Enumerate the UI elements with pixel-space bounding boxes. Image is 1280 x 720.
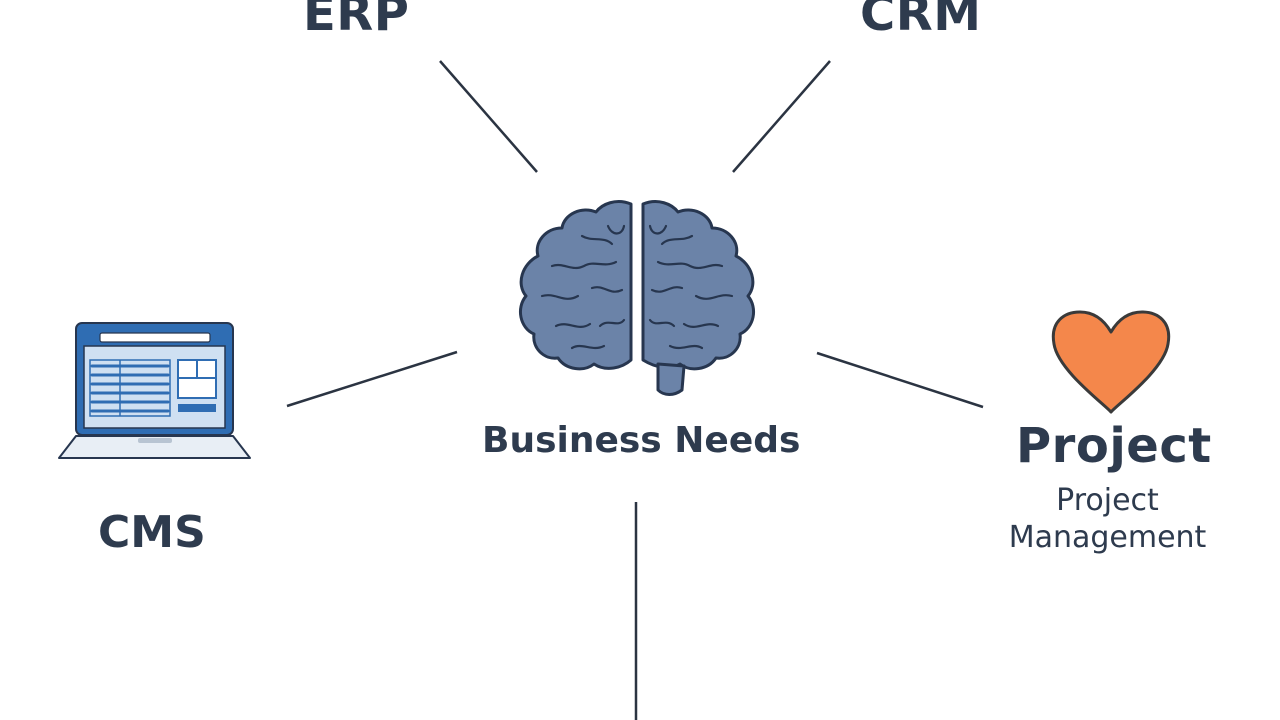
connector-cms: [286, 350, 458, 408]
brain-icon: [512, 196, 762, 401]
laptop-icon: [56, 320, 254, 462]
heart-icon: [1048, 308, 1174, 418]
connector-crm: [732, 60, 831, 173]
project-sublabel: Project Management: [1008, 483, 1207, 555]
connector-erp: [439, 60, 538, 173]
cms-label: CMS: [98, 507, 206, 558]
erp-label: ERP: [303, 0, 410, 42]
crm-label: CRM: [860, 0, 982, 42]
center-label: Business Needs: [482, 420, 801, 461]
connector-project: [816, 351, 984, 409]
project-label: Project: [1016, 418, 1212, 474]
